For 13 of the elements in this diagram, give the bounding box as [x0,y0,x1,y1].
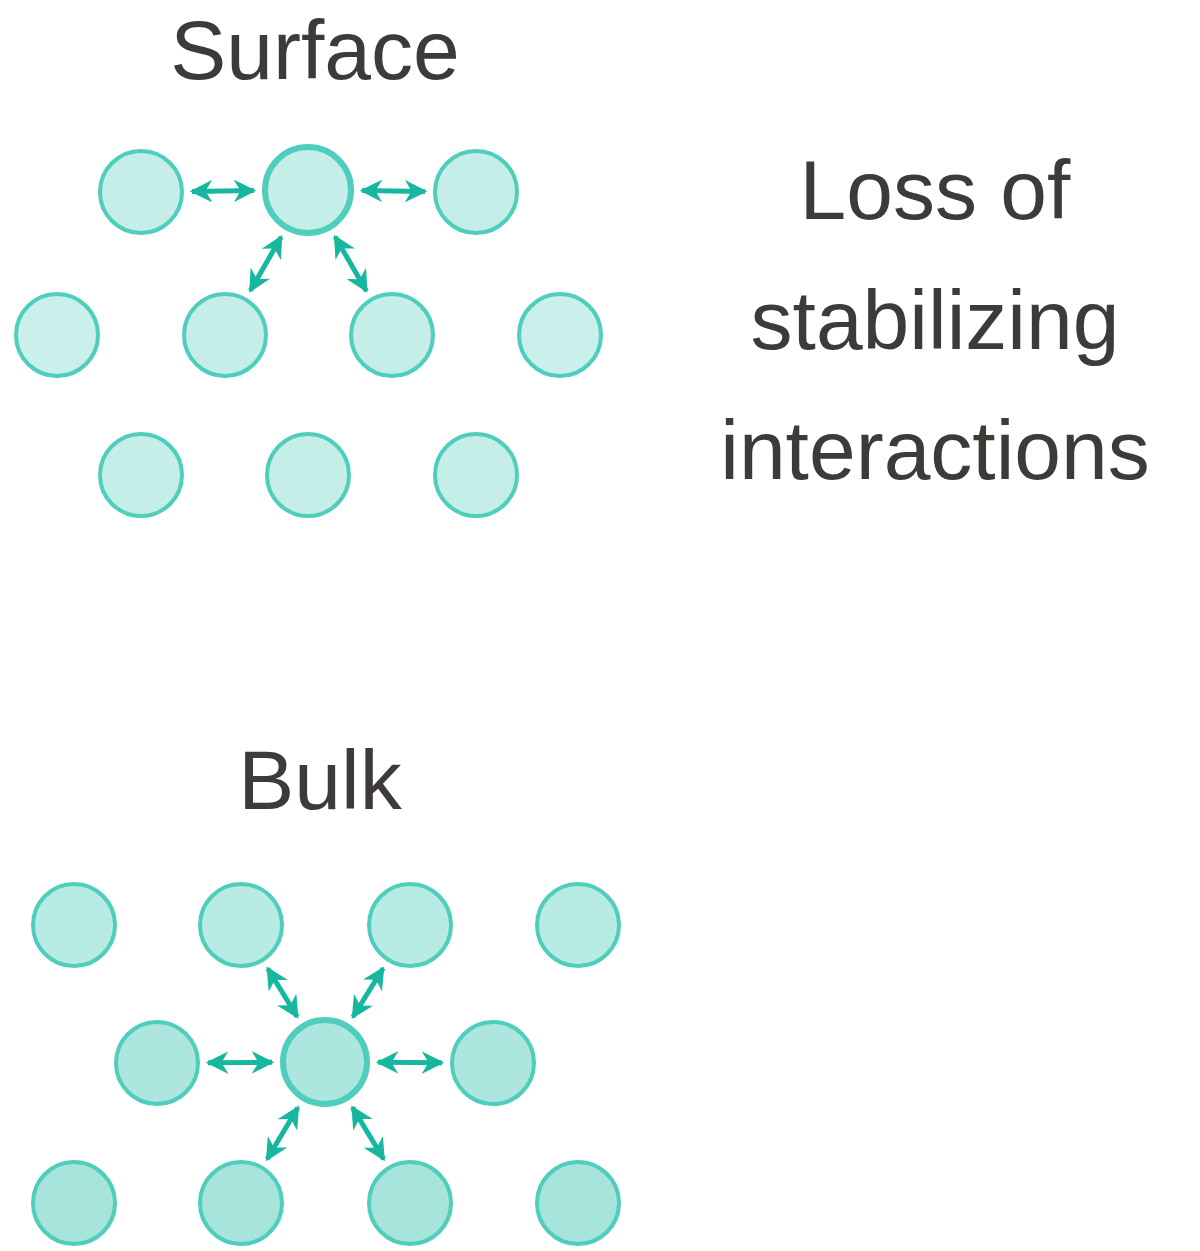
double-arrow [248,234,284,293]
heading: Bulk [237,732,403,829]
heading: Surface [169,2,461,99]
double-arrow [205,1051,275,1074]
double-arrow [332,234,369,293]
double-arrow [265,966,300,1019]
double-arrow [350,966,386,1019]
double-arrow [264,1105,301,1162]
annotation-text: Loss of stabilizing interactions [719,142,1151,499]
double-arrow [375,1051,445,1074]
double-arrow [350,1105,386,1162]
double-arrow [359,179,428,203]
double-arrow [189,179,257,203]
